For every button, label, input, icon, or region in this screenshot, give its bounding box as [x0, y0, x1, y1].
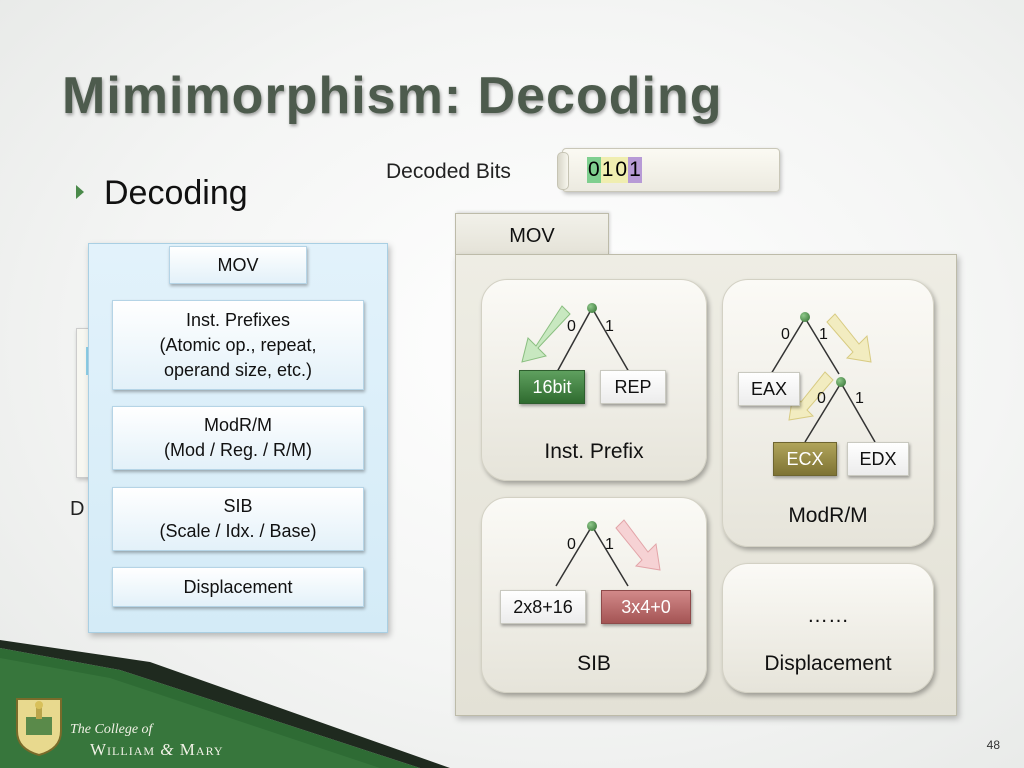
- modrm-card: 0 1 EAX 0 1 ECX EDX ModR/M: [722, 279, 934, 547]
- inst-prefix-bit0: 0: [567, 318, 576, 335]
- sib-bit0: 0: [567, 536, 576, 553]
- decoded-bit-2: 0: [614, 157, 629, 183]
- decoded-bit-1: 1: [600, 157, 615, 183]
- bullet-arrow-icon: [76, 185, 84, 199]
- footer-william-mary: William & Mary: [90, 740, 224, 760]
- footer-william: William: [90, 740, 156, 759]
- inst-prefix-bit1: 1: [605, 318, 614, 335]
- sib-card: 0 1 2x8+16 3x4+0 SIB: [481, 497, 707, 693]
- displacement-ellipsis: ……: [807, 604, 849, 627]
- modrm-tree-lines: [770, 313, 876, 443]
- mov-tab: MOV: [455, 213, 609, 256]
- footer-swoosh: [0, 640, 450, 768]
- field-displacement-line1: Displacement: [183, 576, 293, 597]
- decoding-tree-panel: 0 1 16bit REP Inst. Prefix 0 1 EAX 0 1 E…: [455, 254, 957, 716]
- mov-header-box: MOV: [169, 246, 307, 284]
- decoded-bits-scroll: 0 1 0 1: [557, 148, 780, 192]
- bullet-decoding: Decoding: [104, 174, 248, 212]
- field-inst-prefixes-line2: (Atomic op., repeat,: [159, 334, 317, 355]
- decoded-bits-label: Decoded Bits: [386, 160, 511, 183]
- modrm-ecx: ECX: [773, 442, 837, 476]
- field-modrm-line2: (Mod / Reg. / R/M): [163, 440, 313, 460]
- slide-number: 48: [986, 738, 1000, 752]
- decoded-bits: 0 1 0 1: [587, 157, 642, 183]
- displacement-card: …… Displacement: [722, 563, 934, 693]
- sib-2x8-16: 2x8+16: [500, 590, 586, 624]
- sib-bit1: 1: [605, 536, 614, 553]
- modrm-sub-bit0: 0: [817, 390, 826, 407]
- inst-prefix-caption: Inst. Prefix: [544, 440, 644, 463]
- decoded-bit-0: 0: [587, 157, 601, 183]
- footer-ampersand: &: [160, 740, 175, 759]
- field-modrm: ModR/M (Mod / Reg. / R/M): [112, 406, 364, 470]
- field-modrm-line1: ModR/M: [203, 415, 272, 435]
- field-sib: SIB (Scale / Idx. / Base): [112, 487, 364, 551]
- sib-3x4-0: 3x4+0: [601, 590, 691, 624]
- field-displacement: Displacement: [112, 567, 364, 607]
- field-inst-prefixes-line1: Inst. Prefixes: [185, 309, 291, 330]
- college-crest-icon: [16, 698, 62, 757]
- modrm-sub-node: [836, 377, 846, 387]
- footer-college-of: The College of: [70, 722, 153, 737]
- clipped-label: D: [70, 498, 85, 520]
- modrm-eax: EAX: [738, 372, 800, 406]
- instruction-fields-panel: MOV Inst. Prefixes (Atomic op., repeat, …: [88, 243, 388, 633]
- inst-prefix-16bit: 16bit: [519, 370, 585, 404]
- modrm-bit0: 0: [781, 326, 790, 343]
- modrm-sub-bit1: 1: [855, 390, 864, 407]
- displacement-caption: Displacement: [764, 652, 892, 675]
- scroll-curl: [557, 152, 569, 190]
- footer-mary: Mary: [179, 740, 224, 759]
- field-inst-prefixes: Inst. Prefixes (Atomic op., repeat, oper…: [112, 300, 364, 390]
- field-inst-prefixes-line3: operand size, etc.): [163, 359, 313, 380]
- modrm-bit1: 1: [819, 326, 828, 343]
- inst-prefix-card: 0 1 16bit REP Inst. Prefix: [481, 279, 707, 481]
- inst-prefix-rep: REP: [600, 370, 666, 404]
- modrm-edx: EDX: [847, 442, 909, 476]
- modrm-root-node: [800, 312, 810, 322]
- field-sib-line2: (Scale / Idx. / Base): [159, 521, 317, 541]
- sib-caption: SIB: [577, 652, 611, 675]
- modrm-caption: ModR/M: [788, 504, 868, 527]
- sib-tree-lines: [555, 519, 661, 587]
- decoded-bit-3: 1: [628, 157, 642, 183]
- slide-title: Mimimorphism: Decoding: [62, 67, 723, 125]
- inst-prefix-tree-lines: [521, 305, 630, 373]
- mov-header-label: MOV: [217, 254, 259, 275]
- sib-root-node: [587, 521, 597, 531]
- inst-prefix-root-node: [587, 303, 597, 313]
- field-sib-line1: SIB: [223, 496, 253, 516]
